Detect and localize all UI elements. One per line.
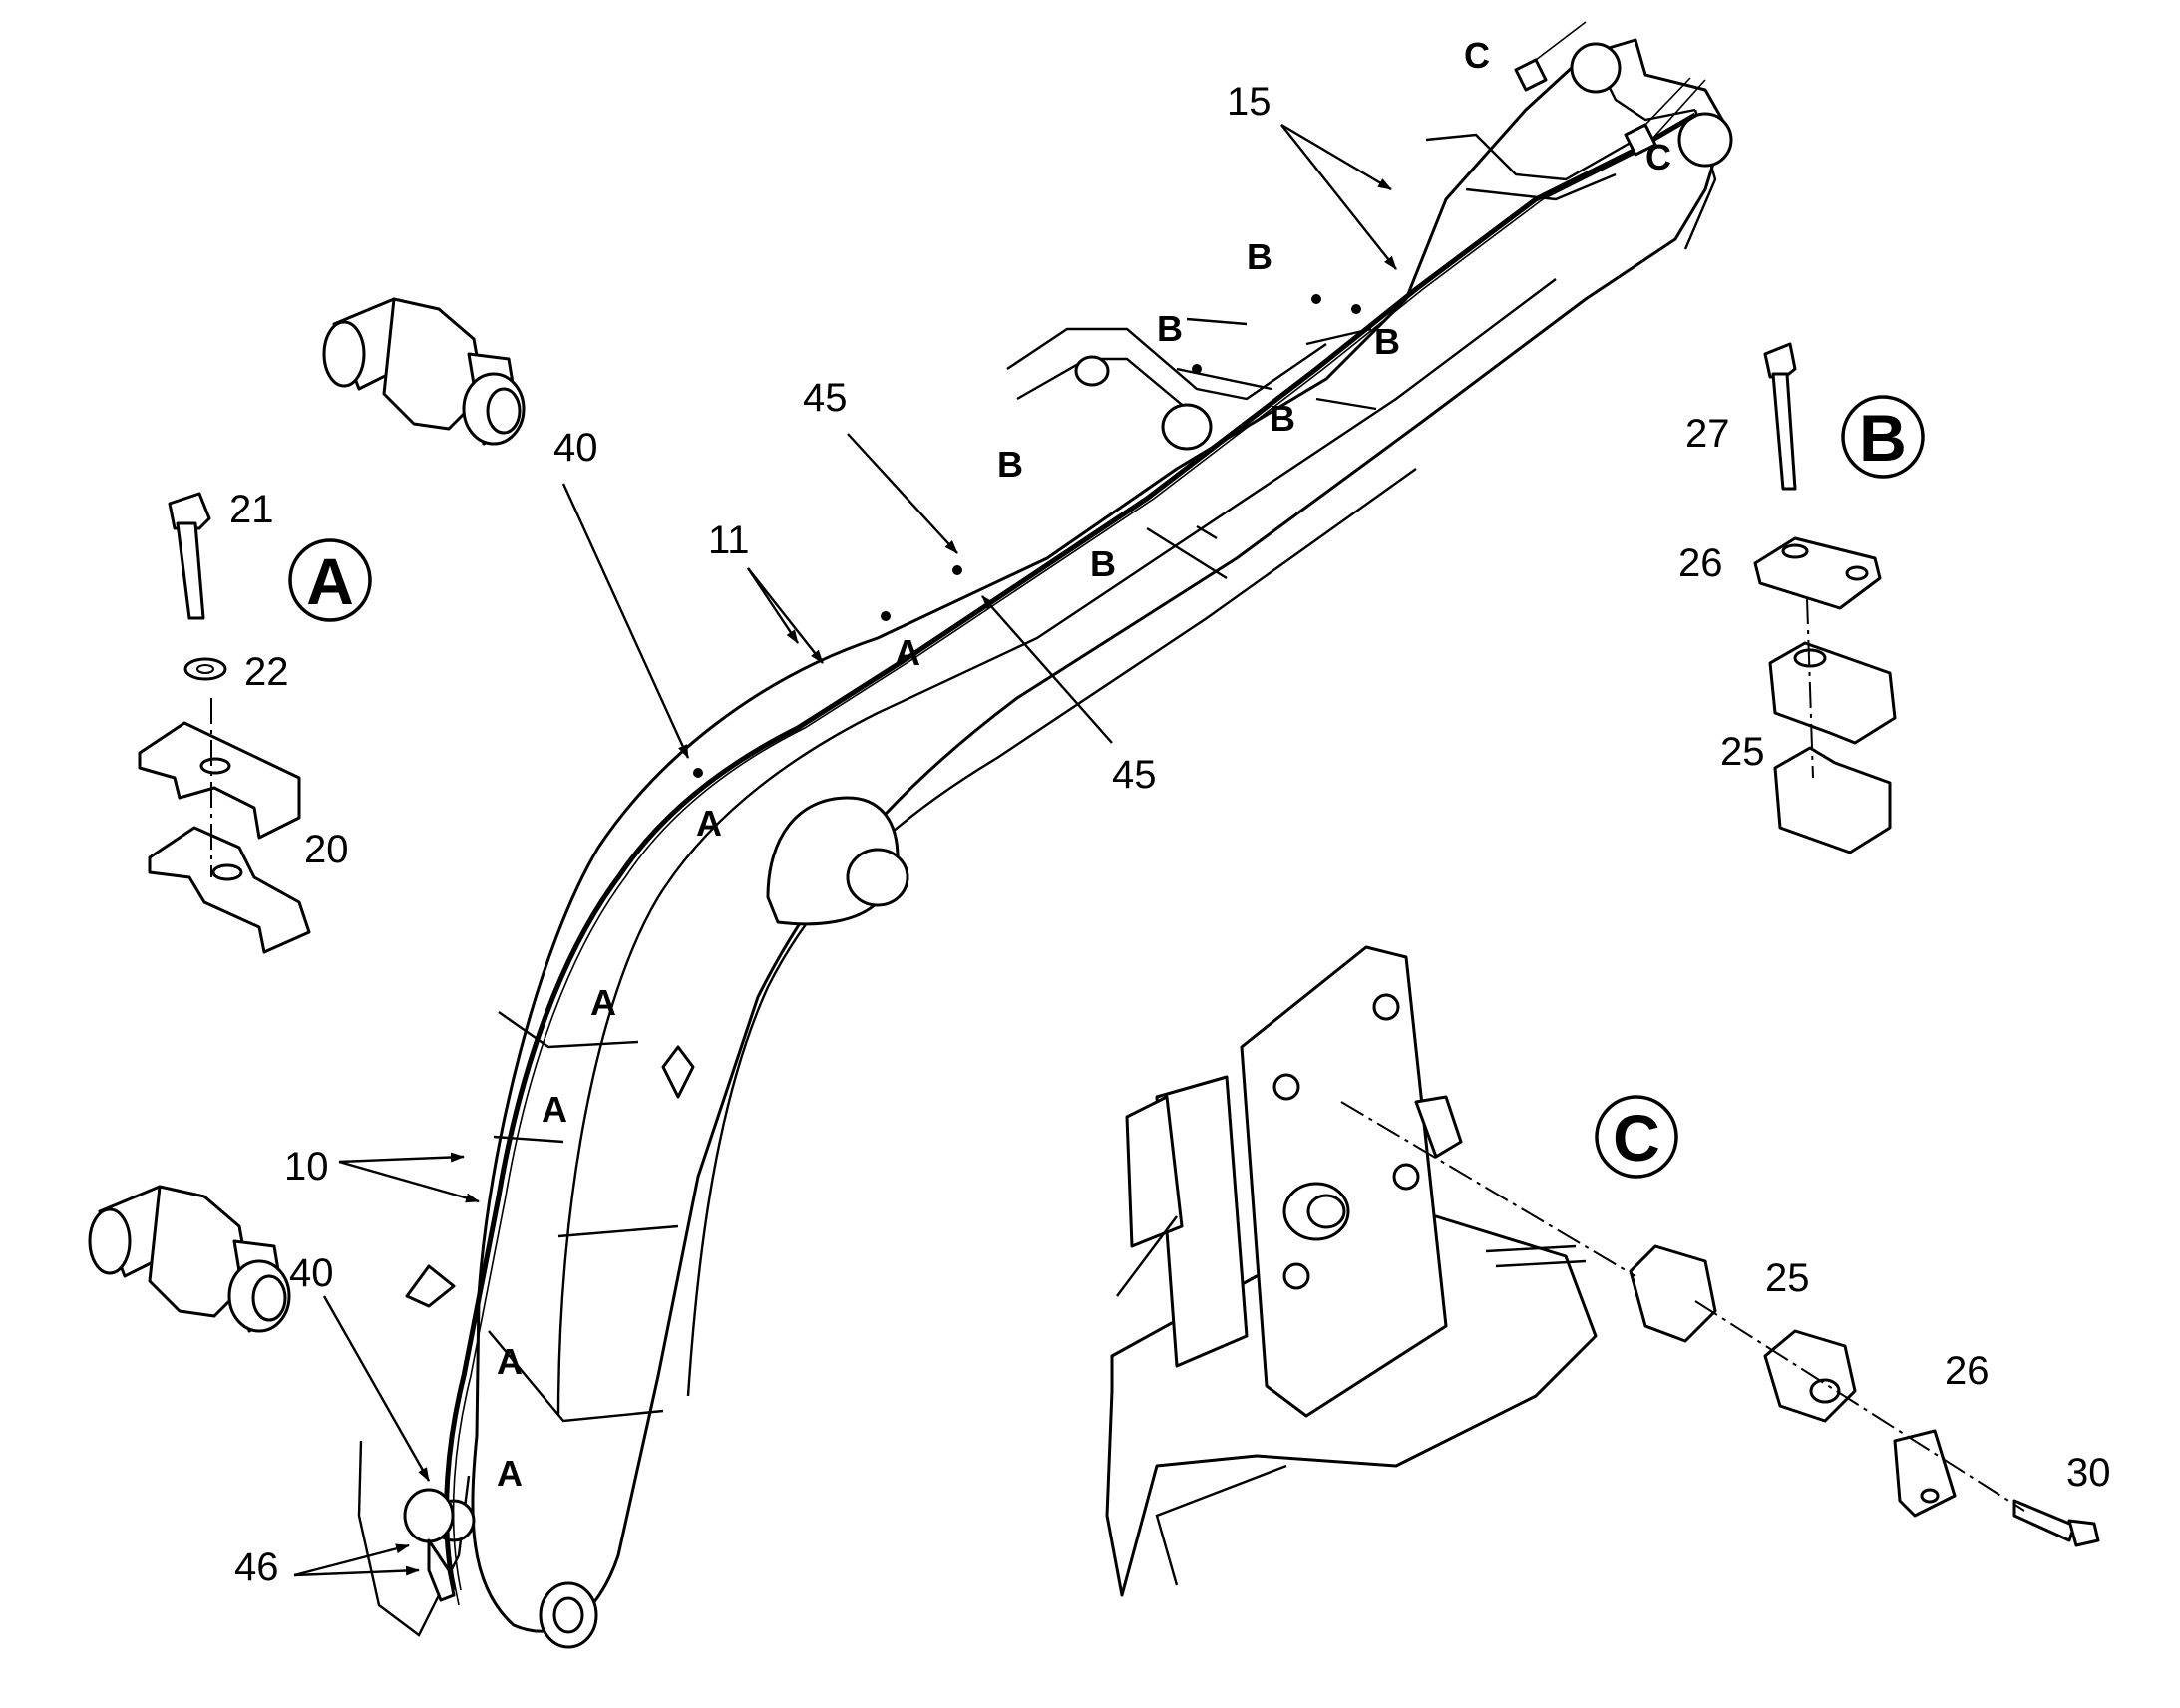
callout-27: 27: [1685, 412, 1730, 456]
marker-b: B: [1090, 543, 1116, 584]
marker-c: C: [1645, 137, 1671, 177]
detail-b-title: B: [1841, 395, 1925, 479]
marker-b: B: [1374, 321, 1400, 362]
marker-a: A: [542, 1089, 567, 1130]
callout-25-detail-b: 25: [1720, 730, 1765, 774]
detail-a-clamp: [138, 492, 311, 954]
marker-b: B: [1270, 398, 1295, 439]
detail-c-bracket: [1105, 945, 2100, 1597]
boom-hoses: [444, 21, 1706, 1591]
callout-labels: 15 45 45 40 11 10 40 46 21 22 20 27 26 2…: [229, 80, 2111, 1589]
boom-structure: [357, 38, 1733, 1649]
callout-26-detail-b: 26: [1678, 541, 1723, 585]
marker-a: A: [497, 1453, 523, 1494]
callout-15: 15: [1227, 80, 1272, 124]
callout-25-detail-c: 25: [1765, 1256, 1810, 1300]
callout-21: 21: [229, 488, 274, 531]
marker-b: B: [997, 444, 1023, 485]
callout-40-lower: 40: [289, 1251, 334, 1295]
marker-b: B: [1247, 236, 1272, 277]
marker-a: A: [497, 1341, 523, 1382]
foot-fittings: [403, 1488, 460, 1606]
svg-text:C: C: [1613, 1101, 1660, 1175]
leader-lines: [293, 123, 1397, 1577]
svg-text:B: B: [1859, 401, 1907, 475]
callout-30: 30: [2066, 1451, 2111, 1495]
detail-b-clamp: [1753, 342, 1897, 854]
union-fitting-bottom: [88, 1185, 291, 1333]
detail-titles: A B C: [288, 395, 1925, 1179]
callout-40-upper: 40: [553, 426, 598, 470]
marker-a: A: [590, 982, 616, 1023]
detail-c-title: C: [1595, 1095, 1678, 1179]
section-markers: C C B B B B B B A A A A A A: [497, 35, 1671, 1494]
marker-a: A: [696, 803, 722, 844]
svg-text:A: A: [306, 544, 354, 618]
callout-26-detail-c: 26: [1945, 1349, 1990, 1393]
marker-a: A: [895, 632, 920, 673]
callout-11: 11: [708, 518, 750, 562]
callout-46: 46: [234, 1545, 279, 1589]
callout-20: 20: [304, 828, 349, 871]
detail-a-title: A: [288, 538, 372, 622]
callout-45-upper: 45: [803, 376, 848, 420]
union-fitting-top: [322, 297, 526, 446]
callout-10: 10: [284, 1145, 329, 1189]
callout-22: 22: [244, 650, 289, 694]
marker-b: B: [1157, 308, 1183, 349]
marker-c: C: [1464, 35, 1490, 76]
callout-45-lower: 45: [1112, 753, 1157, 797]
